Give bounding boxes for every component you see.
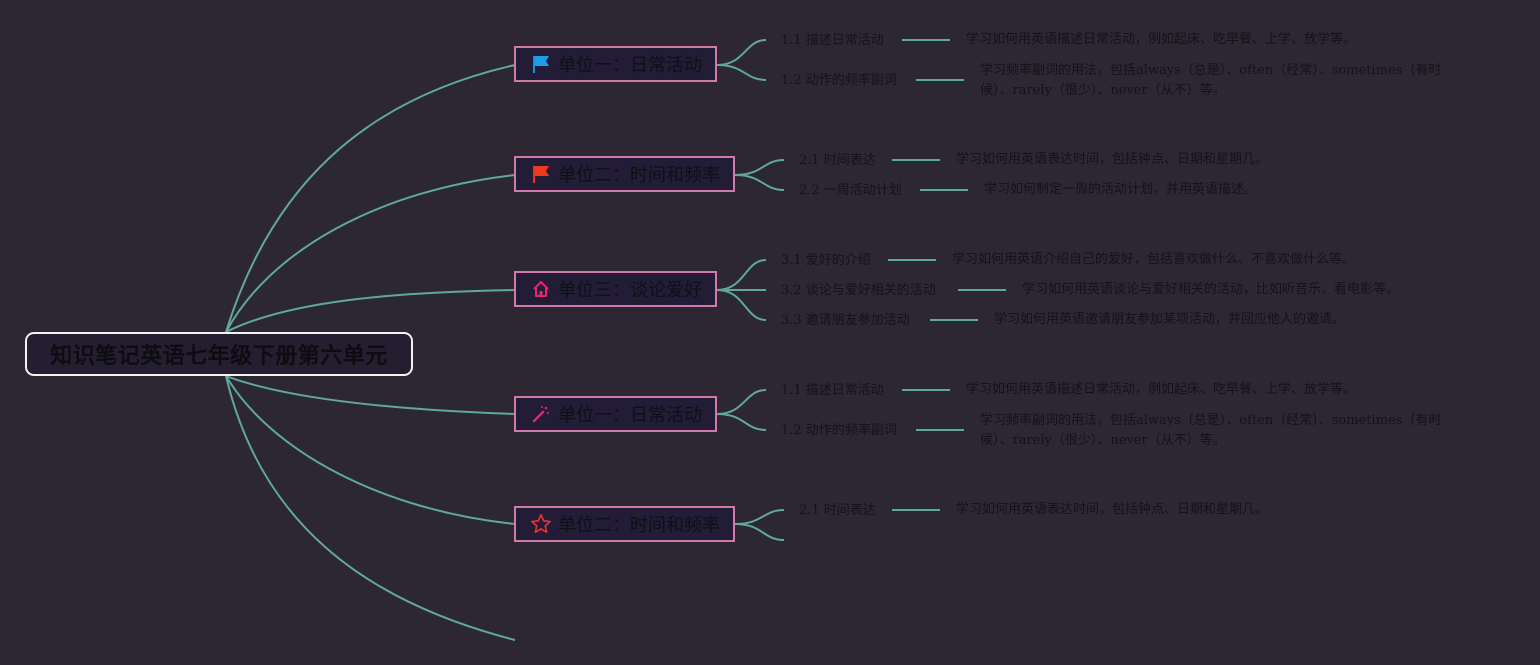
subtopic-label[interactable]: 2.1 时间表达 (799, 503, 876, 518)
subtopic-label[interactable]: 1.2 动作的频率副词 (781, 423, 897, 438)
red-flag-icon (530, 163, 552, 185)
connector-root-branch-3 (225, 289, 516, 333)
subtopic-label[interactable]: 3.3 邀请朋友参加活动 (781, 313, 910, 328)
subtopic-label[interactable]: 2.2 一周活动计划 (799, 183, 902, 198)
blue-flag-icon (530, 53, 552, 75)
branch-node-1[interactable]: 单位一：日常活动 (514, 46, 717, 82)
root-title: 知识笔记英语七年级下册第六单元 (50, 344, 388, 369)
subtopic-label[interactable]: 1.1 描述日常活动 (781, 383, 884, 398)
subtopic-label[interactable]: 1.1 描述日常活动 (781, 33, 884, 48)
branch-label: 单位三：谈论爱好 (558, 280, 702, 301)
subtopic-label[interactable]: 3.1 爱好的介绍 (781, 253, 871, 268)
branch-label: 单位二：时间和频率 (558, 165, 720, 186)
subtopic-description: 学习如何用英语描述日常活动，例如起床、吃早餐、上学、放学等。 (966, 382, 1357, 397)
connector-root-extra (225, 375, 516, 641)
subtopic-description: 学习如何用英语邀请朋友参加某项活动，并回应他人的邀请。 (994, 312, 1346, 327)
connector-root-branch-4 (225, 375, 516, 415)
branch-node-4[interactable]: 单位一：日常活动 (514, 396, 717, 432)
root-node[interactable]: 知识笔记英语七年级下册第六单元 (25, 332, 413, 376)
star-icon (530, 513, 552, 535)
branch-label: 单位一：日常活动 (558, 405, 702, 426)
branch-label: 单位一：日常活动 (558, 55, 702, 76)
branch-label: 单位二：时间和频率 (558, 515, 720, 536)
subtopic-label[interactable]: 1.2 动作的频率副词 (781, 73, 897, 88)
magic-wand-icon (530, 403, 552, 425)
subtopic-description: 学习如何用英语表达时间，包括钟点、日期和星期几。 (956, 152, 1269, 167)
connector-root-branch-1 (225, 64, 516, 333)
subtopic-description: 学习如何用英语表达时间，包括钟点、日期和星期几。 (956, 502, 1269, 517)
subtopic-description: 学习如何用英语描述日常活动，例如起床、吃早餐、上学、放学等。 (966, 32, 1357, 47)
subtopic-label[interactable]: 2.1 时间表达 (799, 153, 876, 168)
branch-node-2[interactable]: 单位二：时间和频率 (514, 156, 735, 192)
home-icon (530, 278, 552, 300)
subtopic-description: 学习如何用英语谈论与爱好相关的活动，比如听音乐、看电影等。 (1022, 282, 1400, 297)
connector-root-branch-5 (225, 375, 516, 525)
branch-node-3[interactable]: 单位三：谈论爱好 (514, 271, 717, 307)
connector-root-branch-2 (225, 174, 516, 333)
subtopic-description: 学习频率副词的用法，包括always（总是）、often（经常）、sometim… (980, 63, 1442, 98)
subtopic-description: 学习如何制定一周的活动计划，并用英语描述。 (984, 182, 1258, 197)
subtopic-description: 学习如何用英语介绍自己的爱好，包括喜欢做什么、不喜欢做什么等。 (952, 252, 1356, 267)
branch-node-5[interactable]: 单位二：时间和频率 (514, 506, 735, 542)
subtopic-label[interactable]: 3.2 谈论与爱好相关的活动 (781, 283, 936, 298)
subtopic-description: 学习频率副词的用法，包括always（总是）、often（经常）、sometim… (980, 413, 1442, 448)
